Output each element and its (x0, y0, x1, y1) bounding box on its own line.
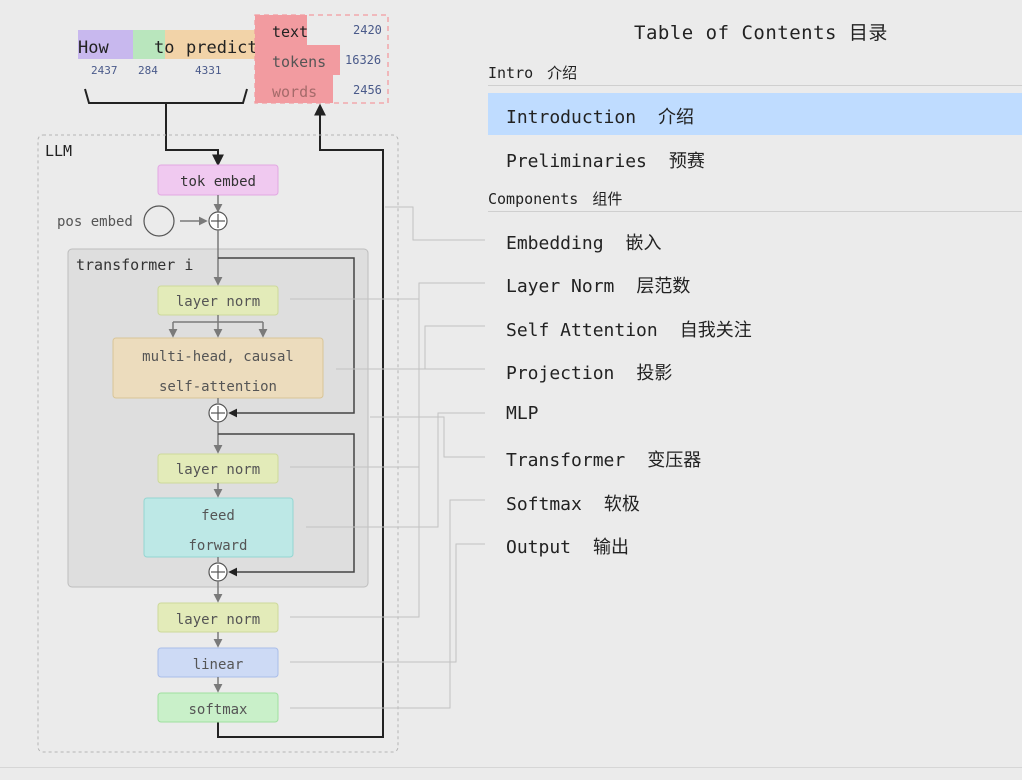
legend-text-label: text (272, 23, 308, 41)
leader-softmax (290, 499, 485, 709)
leader-mlp (306, 412, 485, 528)
token-stats-legend: text 2420 tokens 16326 words 2456 (254, 14, 389, 104)
legend-text-count: 2420 (353, 23, 382, 37)
toc-leader-lines (290, 206, 485, 709)
residual-2 (218, 433, 355, 577)
token-how: How (78, 38, 109, 58)
output-feedback-arrow (217, 103, 384, 738)
legend-red-bot (255, 75, 333, 103)
ffn-add-icon (208, 562, 228, 582)
toc-active-highlight (488, 93, 1022, 135)
legend-tokens-label: tokens (272, 53, 326, 71)
softmax-label: softmax (188, 702, 247, 718)
ffn-label-line1: feed (201, 508, 235, 524)
token-id-how: 2437 (91, 64, 118, 77)
pos-embed-label: pos embed (57, 214, 133, 230)
layer-norm-2-label: layer norm (176, 462, 260, 478)
leader-layer-norm (290, 282, 485, 618)
llm-label: LLM (45, 142, 72, 160)
pos-embed-icon (143, 205, 175, 237)
softmax-block[interactable] (157, 692, 279, 723)
legend-words-label: words (272, 83, 317, 101)
token-to: to (154, 38, 174, 58)
input-tokens: How to predict 2437 284 4331 (78, 30, 258, 104)
attention-label-line1: multi-head, causal (142, 349, 294, 365)
leader-transformer (370, 416, 485, 458)
bottom-divider (0, 767, 1022, 768)
token-id-to: 284 (138, 64, 158, 77)
attention-label-line2: self-attention (159, 379, 277, 395)
token-bracket (84, 88, 248, 104)
token-bg-to (133, 30, 165, 59)
token-id-predict: 4331 (195, 64, 222, 77)
token-bg-predict (165, 30, 257, 59)
tok-embed-label: tok embed (180, 174, 256, 190)
attn-add-icon (208, 403, 228, 423)
final-layer-norm-label: layer norm (176, 612, 260, 628)
legend-red-mid (255, 45, 340, 75)
leader-output (290, 543, 485, 663)
token-bg-how (78, 30, 133, 59)
layer-norm-1-label: layer norm (176, 294, 260, 310)
llm-container (37, 134, 399, 753)
transformer-label: transformer i (76, 256, 193, 274)
legend-dashed-frame (254, 14, 389, 104)
linear-label: linear (193, 657, 244, 673)
token-predict: predict (186, 38, 258, 58)
input-arrow (165, 104, 224, 167)
ffn-label-line2: forward (188, 538, 247, 554)
residual-1 (218, 257, 355, 418)
toc-item-mlp[interactable]: MLP (506, 403, 539, 424)
embed-add-icon (208, 211, 228, 231)
legend-words-count: 2456 (353, 83, 382, 97)
leader-embedding (385, 206, 485, 241)
legend-red-top (255, 15, 307, 45)
legend-tokens-count: 16326 (345, 53, 381, 67)
